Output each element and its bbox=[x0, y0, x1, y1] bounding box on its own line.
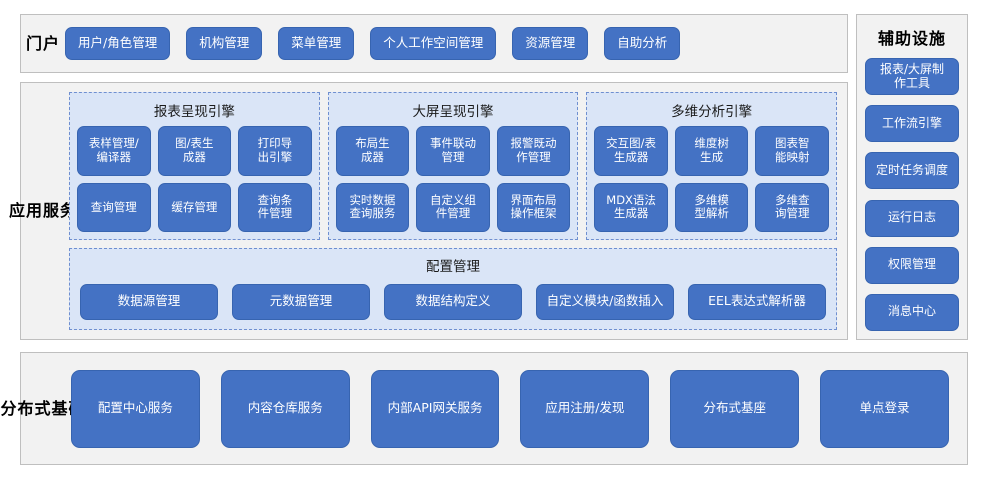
config-item-custom-module-function-insertion[interactable]: 自定义模块/函数插入 bbox=[536, 283, 674, 320]
config-management-title: 配置管理 bbox=[426, 259, 480, 275]
aux-item-report-dashboard-authoring-tool[interactable]: 报表/大屏制 作工具 bbox=[865, 58, 959, 95]
base-item-distributed-foundation-platform[interactable]: 分布式基座 bbox=[670, 369, 800, 448]
engine-group-multidimensional-analysis: 多维分析引擎 交互图/表 生成器 维度树 生成 图表智 能映射 MDX语法 生成… bbox=[586, 92, 838, 240]
auxiliary-facilities-list: 报表/大屏制 作工具 工作流引擎 定时任务调度 运行日志 权限管理 消息中心 bbox=[865, 58, 959, 331]
portal-item-menu-management[interactable]: 菜单管理 bbox=[278, 27, 355, 60]
engine1-item-template-manager-compiler[interactable]: 表样管理/ 编译器 bbox=[77, 126, 151, 176]
base-item-internal-api-gateway-service[interactable]: 内部API网关服务 bbox=[370, 369, 500, 448]
engine2-item-alarm-action-management[interactable]: 报警既动 作管理 bbox=[496, 126, 571, 176]
engine-title-multidimensional-analysis: 多维分析引擎 bbox=[671, 104, 753, 120]
portal-item-resource-management[interactable]: 资源管理 bbox=[512, 27, 589, 60]
engine1-item-query-management[interactable]: 查询管理 bbox=[77, 182, 151, 232]
config-management-row: 数据源管理 元数据管理 数据结构定义 自定义模块/函数插入 EEL表达式解析器 bbox=[80, 282, 826, 321]
config-item-datasource-management[interactable]: 数据源管理 bbox=[80, 283, 218, 320]
base-item-content-repository-service[interactable]: 内容仓库服务 bbox=[220, 369, 350, 448]
engine-grid-large-screen-rendering: 布局生 成器 事件联动 管理 报警既动 作管理 实时数据 查询服务 自定义组 件… bbox=[335, 126, 571, 232]
engine3-item-interactive-chart-table-generator[interactable]: 交互图/表 生成器 bbox=[594, 126, 668, 176]
config-item-data-structure-definition[interactable]: 数据结构定义 bbox=[384, 283, 522, 320]
portal-item-self-service-analysis[interactable]: 自助分析 bbox=[604, 27, 681, 60]
application-services-body: 报表呈现引擎 表样管理/ 编译器 图/表生 成器 打印导 出引擎 查询管理 缓存… bbox=[65, 83, 847, 339]
application-services-tier-label: 应 用 服 务 bbox=[9, 83, 76, 339]
base-tier-char-2: 布 bbox=[17, 398, 35, 418]
aux-item-workflow-engine[interactable]: 工作流引擎 bbox=[865, 105, 959, 143]
engine-grid-report-rendering: 表样管理/ 编译器 图/表生 成器 打印导 出引擎 查询管理 缓存管理 查询条 … bbox=[77, 126, 312, 232]
config-item-metadata-management[interactable]: 元数据管理 bbox=[232, 283, 370, 320]
aux-item-scheduled-task-scheduler[interactable]: 定时任务调度 bbox=[865, 152, 959, 190]
engine2-item-realtime-data-query-service[interactable]: 实时数据 查询服务 bbox=[335, 182, 410, 232]
engine3-item-multidimensional-query-management[interactable]: 多维查 询管理 bbox=[755, 182, 829, 232]
engine-title-large-screen-rendering: 大屏呈现引擎 bbox=[412, 104, 494, 120]
portal-item-personal-workspace-management[interactable]: 个人工作空间管理 bbox=[370, 27, 497, 60]
engine1-item-query-condition-management[interactable]: 查询条 件管理 bbox=[238, 182, 312, 232]
engine3-item-mdx-syntax-generator[interactable]: MDX语法 生成器 bbox=[594, 182, 668, 232]
portal-item-user-role-management[interactable]: 用户/角色管理 bbox=[65, 27, 171, 60]
portal-button-row: 用户/角色管理 机构管理 菜单管理 个人工作空间管理 资源管理 自助分析 bbox=[65, 15, 847, 72]
aux-item-permission-management[interactable]: 权限管理 bbox=[865, 246, 959, 284]
engine-grid-multidimensional-analysis: 交互图/表 生成器 维度树 生成 图表智 能映射 MDX语法 生成器 多维模 型… bbox=[594, 126, 829, 232]
base-tier-char-4: 基 bbox=[51, 398, 69, 418]
app-tier-char-1: 应 bbox=[8, 201, 26, 221]
base-tier-char-3: 式 bbox=[34, 398, 52, 418]
distributed-foundation-row: 配置中心服务 内容仓库服务 内部API网关服务 应用注册/发现 分布式基座 单点… bbox=[65, 353, 967, 464]
config-item-eel-expression-parser[interactable]: EEL表达式解析器 bbox=[688, 283, 826, 320]
engine3-item-multidimensional-model-parsing[interactable]: 多维模 型解析 bbox=[674, 182, 749, 232]
portal-tier-label: 门户 bbox=[21, 15, 65, 72]
engine1-item-print-export-engine[interactable]: 打印导 出引擎 bbox=[238, 126, 312, 176]
engine-title-report-rendering: 报表呈现引擎 bbox=[153, 104, 235, 120]
portal-item-org-management[interactable]: 机构管理 bbox=[186, 27, 263, 60]
engine1-item-chart-table-generator[interactable]: 图/表生 成器 bbox=[157, 126, 232, 176]
base-item-single-sign-on[interactable]: 单点登录 bbox=[820, 369, 949, 448]
engine-group-report-rendering: 报表呈现引擎 表样管理/ 编译器 图/表生 成器 打印导 出引擎 查询管理 缓存… bbox=[69, 92, 320, 240]
auxiliary-facilities-title: 辅助设施 bbox=[877, 29, 946, 48]
portal-tier-label-text: 门户 bbox=[25, 33, 60, 53]
app-tier-char-3: 服 bbox=[43, 201, 61, 221]
distributed-foundation-tier-label: 分 布 式 基 础 bbox=[0, 353, 84, 464]
engine2-item-ui-layout-operation-framework[interactable]: 界面布局 操作框架 bbox=[496, 182, 571, 232]
engine2-item-custom-component-management[interactable]: 自定义组 件管理 bbox=[416, 182, 490, 232]
base-item-config-center-service[interactable]: 配置中心服务 bbox=[71, 369, 200, 448]
application-services-section: 应 用 服 务 报表呈现引擎 表样管理/ 编译器 图/表生 成器 打印导 出引擎… bbox=[9, 82, 848, 340]
auxiliary-facilities-section: 辅助设施 报表/大屏制 作工具 工作流引擎 定时任务调度 运行日志 权限管理 消… bbox=[856, 14, 968, 340]
aux-item-runtime-log[interactable]: 运行日志 bbox=[865, 199, 959, 237]
engine3-item-dimension-tree-generation[interactable]: 维度树 生成 bbox=[674, 126, 749, 176]
engine1-item-cache-management[interactable]: 缓存管理 bbox=[157, 182, 232, 232]
app-tier-char-2: 用 bbox=[25, 201, 43, 221]
portal-section: 门户 用户/角色管理 机构管理 菜单管理 个人工作空间管理 资源管理 自助分析 bbox=[20, 14, 848, 73]
engine3-item-chart-smart-mapping[interactable]: 图表智 能映射 bbox=[755, 126, 829, 176]
config-management-panel: 配置管理 数据源管理 元数据管理 数据结构定义 自定义模块/函数插入 EEL表达… bbox=[69, 248, 837, 330]
base-item-app-registration-discovery[interactable]: 应用注册/发现 bbox=[520, 369, 650, 448]
base-tier-char-1: 分 bbox=[0, 398, 18, 418]
distributed-foundation-section: 分 布 式 基 础 配置中心服务 内容仓库服务 内部API网关服务 应用注册/发… bbox=[0, 352, 968, 465]
engine2-item-layout-generator[interactable]: 布局生 成器 bbox=[335, 126, 410, 176]
engine-group-large-screen-rendering: 大屏呈现引擎 布局生 成器 事件联动 管理 报警既动 作管理 实时数据 查询服务… bbox=[327, 92, 579, 240]
engine-groups-row: 报表呈现引擎 表样管理/ 编译器 图/表生 成器 打印导 出引擎 查询管理 缓存… bbox=[69, 92, 838, 240]
aux-item-message-center[interactable]: 消息中心 bbox=[865, 293, 959, 331]
engine2-item-event-linkage-management[interactable]: 事件联动 管理 bbox=[416, 126, 490, 176]
